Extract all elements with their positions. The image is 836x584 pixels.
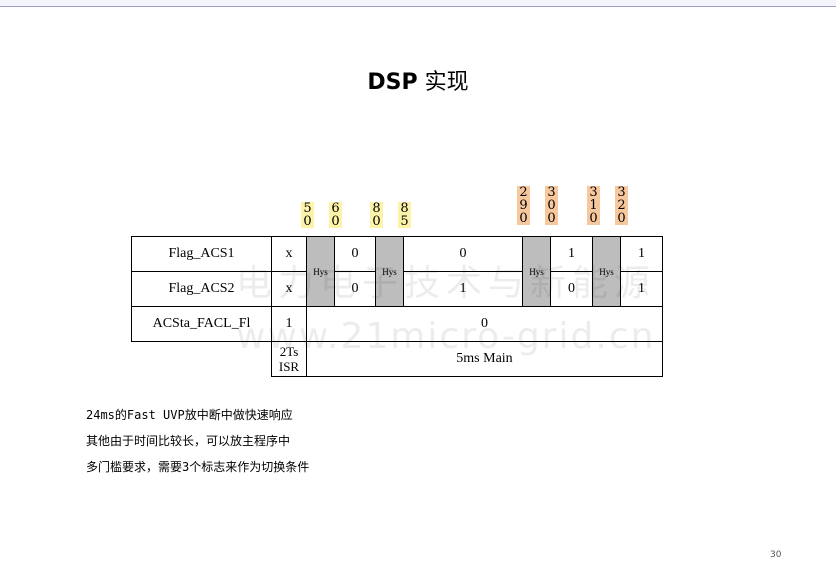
note-line: 其他由于时间比较长，可以放主程序中 (86, 434, 291, 448)
watermark-url: www.21micro-grid.cn (236, 316, 656, 357)
row-label-acsta: ACSta_FACL_Fl (131, 306, 272, 342)
top-border (0, 0, 836, 7)
timing-table: Flag_ACS1 x Hys 0 Hys 0 Hys 1 Hys 1 Flag… (131, 236, 663, 377)
empty-cell (131, 341, 272, 377)
marker-310: 3 1 0 (587, 186, 600, 225)
note-line: 多门槛要求，需要3个标志来作为切换条件 (86, 460, 310, 474)
marker-50: 5 0 (301, 202, 314, 228)
notes: 24ms的Fast UVP放中断中做快速响应 其他由于时间比较长，可以放主程序中… (86, 402, 309, 480)
cell: 0 (306, 306, 663, 342)
page-title-bold: DSP (367, 70, 418, 95)
table-row-flag-acs2: Flag_ACS2 x 0 1 0 1 (131, 271, 663, 307)
cell: 1 (403, 271, 523, 307)
cell: 0 (334, 271, 376, 307)
cell: 0 (550, 271, 593, 307)
table-row-acsta: ACSta_FACL_Fl 1 0 (131, 306, 663, 342)
marker-85: 8 5 (398, 202, 411, 228)
note-line: 24ms的Fast UVP放中断中做快速响应 (86, 408, 293, 422)
marker-290: 2 9 0 (517, 186, 530, 225)
page-title: DSP 实现 (0, 64, 836, 96)
main-cell: 5ms Main (306, 341, 663, 377)
cell: 0 (334, 236, 376, 272)
marker-320: 3 2 0 (615, 186, 628, 225)
cell: 0 (403, 236, 523, 272)
hys-cell: Hys (592, 236, 621, 307)
row-label-flag-acs2: Flag_ACS2 (131, 271, 272, 307)
cell: 1 (550, 236, 593, 272)
marker-300: 3 0 0 (545, 186, 558, 225)
marker-80: 8 0 (370, 202, 383, 228)
hys-cell: Hys (306, 236, 335, 307)
cell: x (271, 236, 307, 272)
hys-cell: Hys (375, 236, 404, 307)
cell: 1 (620, 271, 663, 307)
cell: x (271, 271, 307, 307)
marker-60: 6 0 (329, 202, 342, 228)
page-number: 30 (770, 550, 782, 560)
watermark-cn: 电力电子技术与新能源 (236, 263, 657, 304)
table-row-timing: 2Ts ISR 5ms Main (131, 341, 663, 377)
row-label-flag-acs1: Flag_ACS1 (131, 236, 272, 272)
page-title-rest: 实现 (417, 70, 469, 95)
